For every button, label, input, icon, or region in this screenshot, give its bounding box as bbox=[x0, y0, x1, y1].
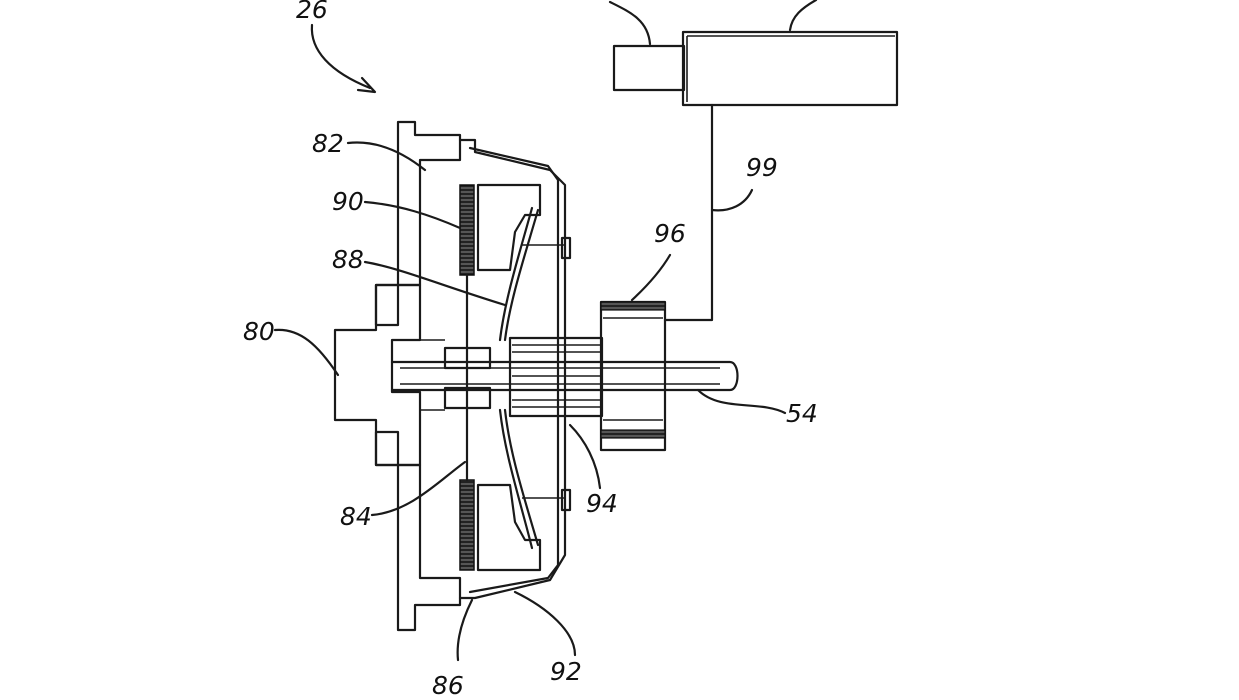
signal-wire bbox=[663, 103, 714, 322]
label-26: 26 bbox=[296, 0, 328, 24]
label-96: 96 bbox=[654, 219, 686, 248]
label-54: 54 bbox=[786, 399, 818, 428]
clutch-hub bbox=[420, 339, 492, 411]
label-99: 99 bbox=[746, 153, 778, 182]
label-80: 80 bbox=[243, 317, 275, 346]
release-bearing bbox=[508, 336, 604, 418]
leader-lines bbox=[273, 23, 787, 662]
actuator-block bbox=[608, 0, 899, 107]
label-86: 86 bbox=[432, 671, 464, 700]
pressure-plate bbox=[476, 183, 542, 572]
label-94: 94 bbox=[586, 489, 618, 518]
friction-disc bbox=[459, 184, 475, 571]
position-sensor bbox=[599, 300, 667, 452]
clutch-cover bbox=[458, 138, 572, 600]
label-92: 92 bbox=[550, 657, 582, 686]
label-90: 90 bbox=[332, 187, 364, 216]
input-shaft bbox=[390, 360, 739, 392]
diaphragm-spring bbox=[498, 206, 540, 550]
label-84: 84 bbox=[340, 502, 372, 531]
label-82: 82 bbox=[312, 129, 344, 158]
label-88: 88 bbox=[332, 245, 364, 274]
flywheel-section bbox=[333, 120, 462, 632]
